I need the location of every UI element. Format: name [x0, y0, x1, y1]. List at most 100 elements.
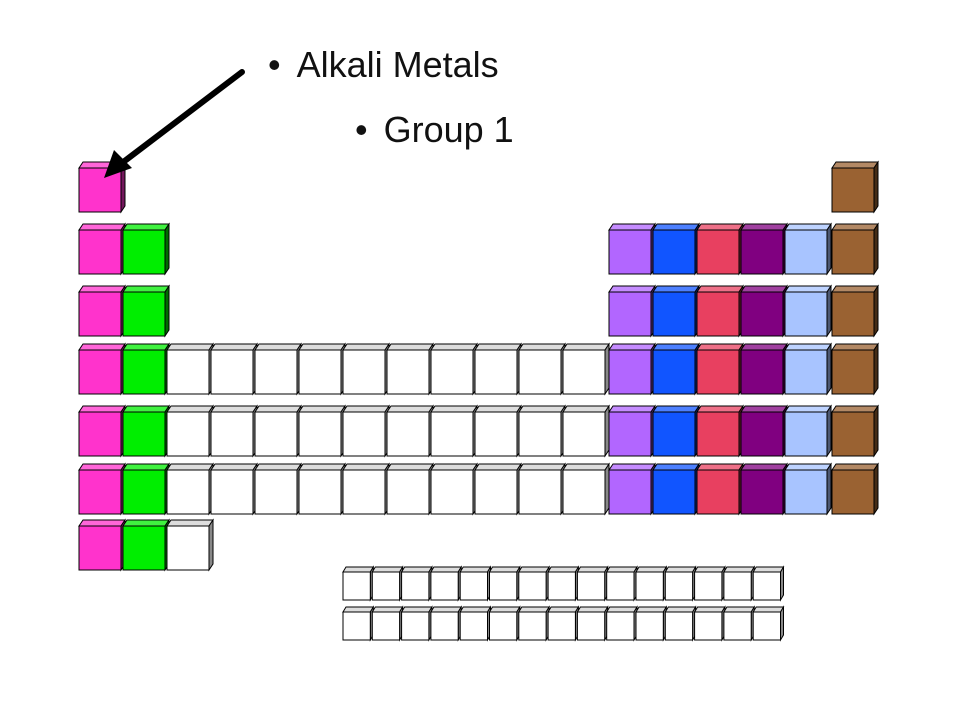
cell-row4-red [696, 342, 744, 396]
cell-row4-alkaline_earth [122, 342, 170, 396]
f-block-row1-cell [547, 565, 580, 602]
cell-row4-transition [474, 342, 522, 396]
cell-row5-alkali [78, 404, 126, 458]
cell-row2-red [696, 222, 744, 276]
cell-row6-transition [166, 462, 214, 516]
cell-row3-red [696, 284, 744, 338]
cell-row2-alkali [78, 222, 126, 276]
cell-row5-light_blue [784, 404, 832, 458]
cell-row5-transition [210, 404, 258, 458]
bullet-alkali-metals: • Alkali Metals [268, 43, 499, 87]
f-block-row1-cell [430, 565, 463, 602]
cell-row5-transition [298, 404, 346, 458]
cell-row4-blue [652, 342, 700, 396]
cell-row5-transition [430, 404, 478, 458]
cell-row5-noble [831, 404, 879, 458]
cell-row6-noble [831, 462, 879, 516]
f-block-row1-cell [342, 565, 375, 602]
cell-row5-red [696, 404, 744, 458]
f-block-row2-cell [517, 605, 550, 642]
cell-row5-transition [474, 404, 522, 458]
cell-row3-alkaline_earth [122, 284, 170, 338]
f-block-row2-cell [430, 605, 463, 642]
f-block-row2-cell [488, 605, 521, 642]
cell-row7-alkali [78, 518, 126, 572]
f-block-row2-cell [664, 605, 697, 642]
cell-row3-noble [831, 284, 879, 338]
cell-row7-alkaline_earth [122, 518, 170, 572]
f-block-row1-cell [693, 565, 726, 602]
f-block-row2-cell [752, 605, 785, 642]
cell-row4-transition [166, 342, 214, 396]
f-block-row1-cell [723, 565, 756, 602]
cell-row6-light_blue [784, 462, 832, 516]
f-block-row2-cell [342, 605, 375, 642]
cell-row6-alkaline_earth [122, 462, 170, 516]
f-block-row2-cell [371, 605, 404, 642]
cell-row3-purple [740, 284, 788, 338]
cell-row4-transition [386, 342, 434, 396]
cell-row4-transition [342, 342, 390, 396]
cell-row6-blue [652, 462, 700, 516]
f-block-row2-cell [693, 605, 726, 642]
cell-row6-transition [474, 462, 522, 516]
bullet-dot: • [355, 109, 368, 150]
periodic-table-cells [78, 160, 879, 572]
cell-row1-noble [831, 160, 879, 214]
cell-row3-lilac [608, 284, 656, 338]
cell-row5-transition [342, 404, 390, 458]
cell-row3-blue [652, 284, 700, 338]
cell-row5-purple [740, 404, 788, 458]
f-block-row1-cell [459, 565, 492, 602]
cell-row4-transition [562, 342, 610, 396]
f-block-row2-cell [400, 605, 433, 642]
f-block-row1-cell [664, 565, 697, 602]
f-block-row1-cell [371, 565, 404, 602]
f-block-row1-cell [635, 565, 668, 602]
cell-row5-alkaline_earth [122, 404, 170, 458]
cell-row5-transition [254, 404, 302, 458]
cell-row3-alkali [78, 284, 126, 338]
f-block-row1-cell [488, 565, 521, 602]
bullet-dot: • [268, 44, 281, 85]
cell-row4-transition [430, 342, 478, 396]
cell-row6-transition [518, 462, 566, 516]
cell-row6-lilac [608, 462, 656, 516]
cell-row6-transition [386, 462, 434, 516]
f-block-row1-cell [605, 565, 638, 602]
f-block-row2-cell [576, 605, 609, 642]
cell-row3-light_blue [784, 284, 832, 338]
cell-row6-transition [298, 462, 346, 516]
cell-row4-alkali [78, 342, 126, 396]
f-block-row1-cell [400, 565, 433, 602]
f-block-row2-cell [547, 605, 580, 642]
f-block-row1-cell [517, 565, 550, 602]
cell-row6-transition [210, 462, 258, 516]
bullet-group-1: • Group 1 [355, 108, 514, 152]
cell-row7-transition [166, 518, 214, 572]
cell-row4-transition [298, 342, 346, 396]
cell-row2-blue [652, 222, 700, 276]
cell-row4-transition [518, 342, 566, 396]
cell-row4-noble [831, 342, 879, 396]
f-block-row1-cell [752, 565, 785, 602]
cell-row5-transition [562, 404, 610, 458]
cell-row5-blue [652, 404, 700, 458]
cell-row6-alkali [78, 462, 126, 516]
cell-row6-transition [562, 462, 610, 516]
bullet-text-alkali-metals: Alkali Metals [296, 44, 499, 85]
cell-row4-transition [254, 342, 302, 396]
cell-row2-lilac [608, 222, 656, 276]
cell-row5-lilac [608, 404, 656, 458]
bullet-text-group-1: Group 1 [383, 109, 514, 150]
cell-row6-transition [342, 462, 390, 516]
cell-row2-noble [831, 222, 879, 276]
cell-row5-transition [166, 404, 214, 458]
f-block-row2-cell [459, 605, 492, 642]
cell-row2-light_blue [784, 222, 832, 276]
cell-row6-transition [430, 462, 478, 516]
cell-row2-purple [740, 222, 788, 276]
cell-row4-light_blue [784, 342, 832, 396]
f-block-row2-cell [635, 605, 668, 642]
